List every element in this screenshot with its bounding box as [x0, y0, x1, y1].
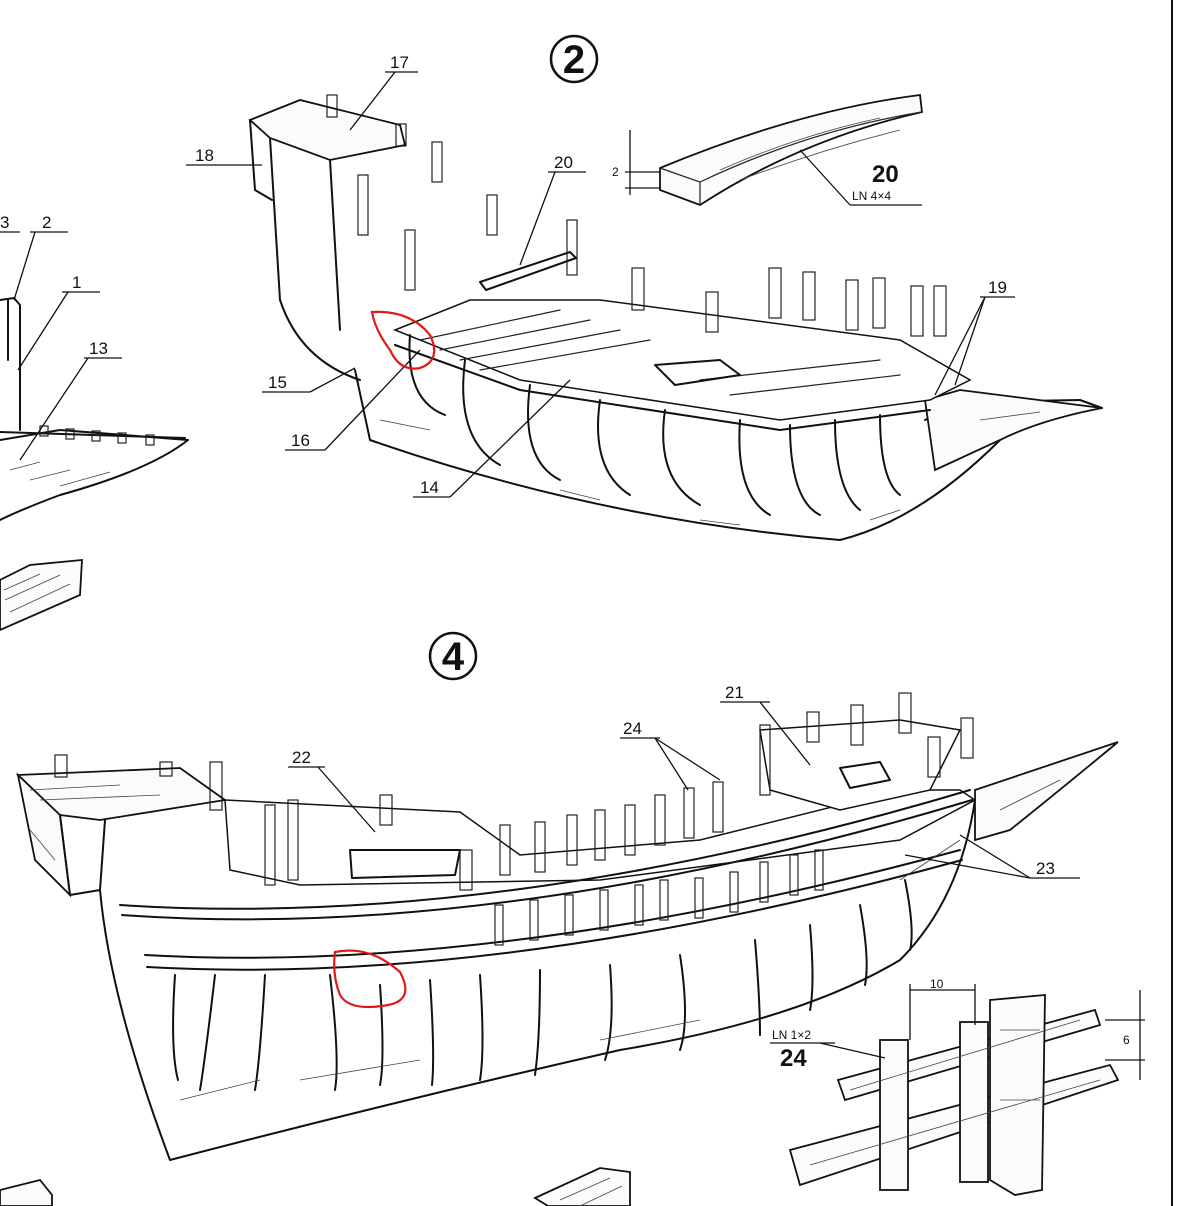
step-4-number: 4: [442, 635, 465, 679]
callout-22: 22: [292, 748, 311, 767]
callout-20-label: 20: [554, 153, 573, 172]
callout-16: 16: [291, 431, 310, 450]
detail-20-part: 20: [872, 161, 899, 188]
detail-24-height: 6: [1123, 1033, 1130, 1047]
callout-13: 13: [89, 339, 108, 358]
callout-3: 3: [0, 213, 9, 232]
left-partial-hull: [0, 297, 189, 521]
callout-14: 14: [420, 478, 439, 497]
step-4-callouts: 21 22 24 23: [288, 683, 1080, 879]
left-partial-board: [0, 559, 83, 631]
callout-18: 18: [195, 146, 214, 165]
detail-20-dimension: 2: [612, 165, 619, 179]
callout-24: 24: [623, 719, 642, 738]
left-callouts: 3 2 1 13: [0, 213, 122, 461]
step-2-hull: [248, 94, 1103, 541]
detail-24-material: LN 1×2: [772, 1028, 811, 1042]
detail-20-material: LN 4×4: [852, 189, 891, 203]
step-2-badge: 2: [549, 34, 599, 84]
detail-24: 10 6 LN 1×2 24: [770, 977, 1145, 1196]
red-mark-step-4: [333, 949, 407, 1009]
detail-24-spacing: 10: [930, 977, 944, 991]
callout-17: 17: [390, 53, 409, 72]
step-4-hull: [15, 692, 1119, 1161]
bottom-partial-shapes: [0, 1167, 631, 1206]
step-2-number: 2: [563, 38, 585, 82]
callout-1: 1: [72, 273, 81, 292]
callout-19: 19: [988, 278, 1007, 297]
callout-15: 15: [268, 373, 287, 392]
red-mark-step-2: [370, 310, 436, 370]
detail-24-part: 24: [780, 1045, 807, 1072]
detail-20: 2 20 LN 4×4: [612, 93, 923, 207]
callout-21: 21: [725, 683, 744, 702]
callout-23: 23: [1036, 859, 1055, 878]
step-4-badge: 4: [428, 631, 478, 681]
step-2-callouts: 17 18 20 15 16 14 19: [186, 53, 1015, 498]
callout-2: 2: [42, 213, 51, 232]
